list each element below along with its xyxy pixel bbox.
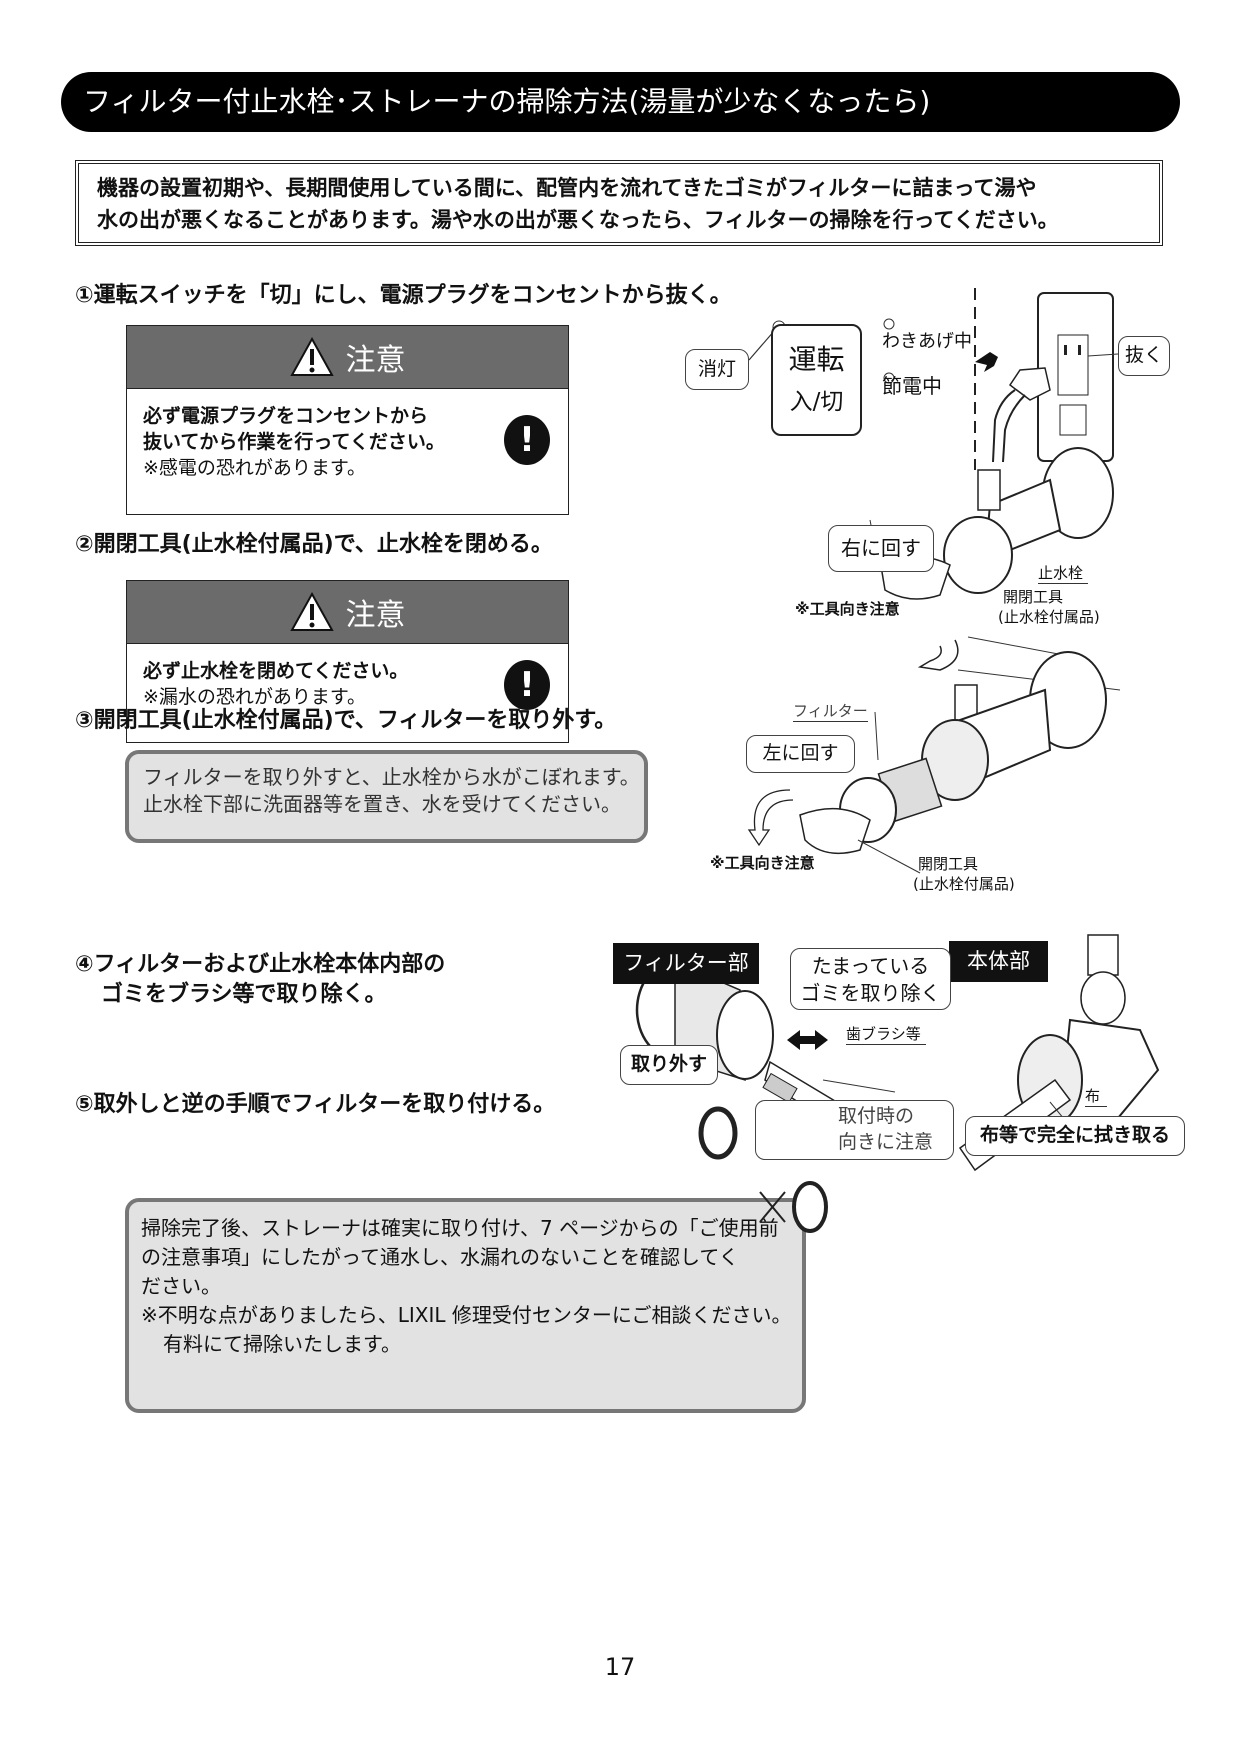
page-title: フィルター付止水栓･ストレーナの掃除方法(湯量が少なくなったら) — [61, 72, 1180, 132]
remove-dust-label: たまっている ゴミを取り除く — [790, 948, 951, 1010]
step-4-line: ゴミをブラシ等で取り除く。 — [101, 982, 387, 1007]
caution-text: 必ず電源プラグをコンセントから — [143, 405, 429, 427]
caution-text: 必ず止水栓を閉めてください。 — [143, 660, 409, 682]
run-switch-button: 運転 入/切 — [771, 324, 862, 436]
tool-label: 開閉工具 — [1003, 588, 1064, 606]
intro-line: 機器の設置初期や、長期間使用している間に、配管内を流れてきたゴミがフィルターに詰… — [97, 176, 1037, 200]
exclamation-icon: ! — [504, 415, 550, 465]
caution-header: 注意 — [127, 581, 568, 644]
page-number: 17 — [604, 1653, 636, 1681]
footer-line: ※不明な点がありましたら、LIXIL 修理受付センターにご相談ください。 — [141, 1303, 792, 1327]
step-2: ②開閉工具(止水栓付属品)で、止水栓を閉める。 — [75, 532, 553, 557]
tool-sublabel: (止水栓付属品) — [913, 875, 1015, 893]
tool-direction-note: ※工具向き注意 — [795, 600, 900, 618]
tool-sublabel: (止水栓付属品) — [998, 608, 1100, 626]
note-line: フィルターを取り外すと、止水栓から水がこぼれます。 — [143, 765, 640, 789]
turn-right-label: 右に回す — [828, 525, 934, 572]
caution-box-electric: 注意 必ず電源プラグをコンセントから 抜いてから作業を行ってください。 ※感電の… — [126, 325, 569, 515]
caution-text: 抜いてから作業を行ってください。 — [143, 431, 445, 453]
warning-triangle-icon — [289, 336, 334, 376]
lamp-off-label: 消灯 — [685, 349, 749, 390]
power-saving-indicator-label: 節電中 — [882, 374, 942, 398]
double-arrow-icon — [787, 1030, 828, 1050]
outlet-illustration — [975, 292, 1119, 463]
filter-label: フィルター — [793, 702, 868, 722]
caution-note: ※漏水の恐れがあります。 — [143, 686, 367, 708]
warning-triangle-icon — [289, 591, 334, 631]
body-part-label: 本体部 — [949, 941, 1048, 982]
heating-indicator-label: わきあげ中 — [882, 331, 972, 352]
cloth-label: 布 — [1085, 1085, 1107, 1107]
toothbrush-label: 歯ブラシ等 — [846, 1023, 926, 1045]
switch-label: 運転 — [788, 343, 845, 376]
footer-line: 有料にて掃除いたします。 — [163, 1332, 401, 1356]
step-4-line: ④フィルターおよび止水栓本体内部の — [75, 952, 446, 977]
caution-note: ※感電の恐れがあります。 — [143, 457, 367, 479]
footer-line: ださい。 — [141, 1274, 221, 1298]
wrong-orientation-icon — [759, 1181, 828, 1233]
switch-sublabel: 入/切 — [789, 389, 844, 415]
remove-label: 取り外す — [620, 1045, 718, 1085]
step-4: ④フィルターおよび止水栓本体内部の ゴミをブラシ等で取り除く。 — [75, 950, 445, 1010]
filter-part-label: フィルター部 — [613, 943, 759, 984]
footer-line: の注意事項」にしたがって通水し、水漏れのないことを確認してく — [141, 1245, 739, 1269]
filter-removal-illustration — [747, 651, 1107, 874]
tool-direction-note: ※工具向き注意 — [710, 854, 815, 872]
caution-heading: 注意 — [345, 598, 406, 633]
caution-header: 注意 — [127, 326, 568, 389]
tool-label: 開閉工具 — [918, 855, 979, 873]
step3-note-box: フィルターを取り外すと、止水栓から水がこぼれます。 止水栓下部に洗面器等を置き、… — [125, 750, 648, 843]
orientation-note: 取付時の 向きに注意 — [755, 1100, 954, 1160]
label-line: ゴミを取り除く — [800, 981, 941, 1005]
caution-box-water: 注意 必ず止水栓を閉めてください。 ※漏水の恐れがあります。 ! — [126, 580, 569, 743]
footer-line: 掃除完了後、ストレーナは確実に取り付け、7 ページからの「ご使用前 — [141, 1216, 779, 1240]
unplug-label: 抜く — [1118, 336, 1170, 376]
intro-line: 水の出が悪くなることがあります。湯や水の出が悪くなったら、フィルターの掃除を行っ… — [97, 208, 1059, 232]
step-3: ③開閉工具(止水栓付属品)で、フィルターを取り外す。 — [75, 708, 617, 733]
footer-note-box: 掃除完了後、ストレーナは確実に取り付け、7 ページからの「ご使用前 の注意事項」… — [125, 1198, 806, 1413]
turn-left-label: 左に回す — [746, 735, 855, 773]
step-5: ⑤取外しと逆の手順でフィルターを取り付ける。 — [75, 1092, 556, 1117]
label-line: 向きに注意 — [838, 1131, 934, 1153]
intro-box: 機器の設置初期や、長期間使用している間に、配管内を流れてきたゴミがフィルターに詰… — [75, 160, 1163, 246]
valve-label: 止水栓 — [1038, 562, 1088, 584]
wipe-label: 布等で完全に拭き取る — [965, 1116, 1185, 1156]
exclamation-icon: ! — [504, 660, 550, 710]
step-1: ①運転スイッチを「切」にし、電源プラグをコンセントから抜く。 — [75, 283, 732, 308]
label-line: たまっている — [811, 954, 930, 978]
label-line: 取付時の — [838, 1105, 915, 1127]
arrow-icon — [975, 352, 998, 372]
caution-heading: 注意 — [345, 343, 406, 378]
note-line: 止水栓下部に洗面器等を置き、水を受けてください。 — [143, 792, 621, 816]
